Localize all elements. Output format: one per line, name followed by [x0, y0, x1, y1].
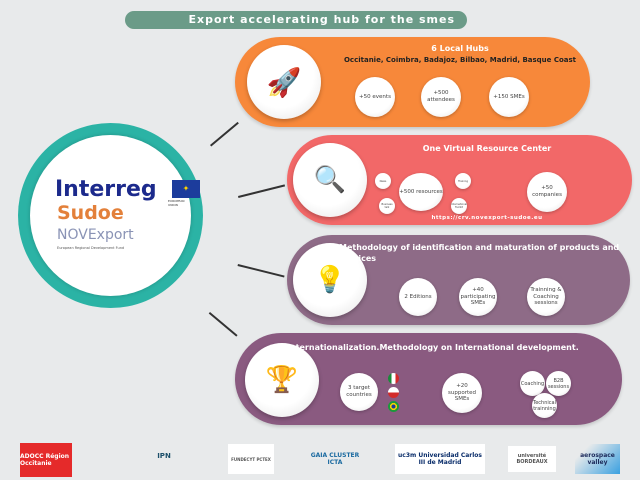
- connector-line: [238, 184, 285, 198]
- trophy-icon: 🏆: [245, 343, 319, 417]
- hubs-title: 6 Local Hubs: [431, 44, 489, 53]
- stat-events: +50 events: [355, 77, 395, 117]
- satellite-news: News: [375, 173, 391, 189]
- center-logo: Interreg ✦ EUROPEAN UNION Sudoe NOVExpor…: [30, 135, 200, 296]
- flag-brazil-icon: [388, 401, 399, 412]
- stat-companies: +50 companies: [527, 172, 567, 212]
- logo-text: uc3m Universidad Carlos III de Madrid: [398, 452, 482, 466]
- methodology-panel: 💡 Methodology of identification and matu…: [287, 235, 630, 325]
- logo-text: ADOCC Région Occitanie: [20, 453, 70, 467]
- resource-title: One Virtual Resource Center: [422, 144, 552, 153]
- logo-sudoe: Sudoe: [57, 202, 124, 224]
- connector-line: [237, 264, 285, 278]
- logo-text: aerospace valley: [580, 452, 615, 466]
- stat-editions: 2 Editions: [399, 278, 437, 316]
- flag-mexico-icon: [388, 373, 399, 384]
- stat-countries: 3 target countries: [340, 373, 378, 411]
- logo-bordeaux: université BORDEAUX: [508, 446, 556, 472]
- activity-technical: Technical trainning: [532, 393, 557, 418]
- connector-line: [209, 312, 238, 337]
- stat-resources: +500 resources: [399, 173, 443, 211]
- satellite-training: Training: [455, 173, 471, 189]
- logo-uc3m: uc3m Universidad Carlos III de Madrid: [395, 444, 485, 474]
- eu-label: EUROPEAN UNION: [168, 199, 185, 207]
- logo-novexport: NOVExport: [57, 227, 134, 243]
- connector-line: [210, 121, 239, 147]
- logo-text: université BORDEAUX: [516, 453, 548, 465]
- stat-attendees: +500 attendees: [421, 77, 461, 117]
- search-icon: 🔍: [293, 143, 367, 217]
- logo-ipn: IPN: [118, 445, 210, 467]
- satellite-business: Business talk: [379, 198, 395, 214]
- hubs-subtitle: Occitanie, Coimbra, Badajoz, Bilbao, Mad…: [343, 56, 577, 64]
- lightbulb-icon: 💡: [293, 243, 367, 317]
- eu-flag-icon: ✦: [172, 180, 200, 198]
- international-title: Internationalization.Methodology on Inte…: [287, 343, 579, 352]
- flag-chile-icon: [388, 387, 399, 398]
- stat-participating: +40 participating SMEs: [459, 278, 497, 316]
- logo-fundecyt: FUNDECYT PCTEX: [228, 444, 274, 474]
- international-panel: 🏆 Internationalization.Methodology on In…: [235, 333, 622, 425]
- logo-text: GAIA CLUSTER ICTA: [310, 452, 360, 466]
- activity-b2b: B2B sessions: [546, 371, 571, 396]
- resource-url[interactable]: https://crv.novexport-sudoe.eu: [431, 215, 543, 221]
- methodology-title: Methodology of identification and matura…: [339, 243, 620, 264]
- hubs-panel: 🚀 6 Local Hubs Occitanie, Coimbra, Badaj…: [235, 37, 590, 127]
- logo-text: FUNDECYT PCTEX: [231, 456, 271, 462]
- logo-subtitle: European Regional Development Fund: [57, 246, 125, 250]
- stat-smes: +150 SMEs: [489, 77, 529, 117]
- logo-interreg: Interreg: [55, 177, 157, 202]
- stat-supported-smes: +20 supported SMEs: [442, 373, 482, 413]
- logo-gaia: GAIA CLUSTER ICTA: [305, 446, 365, 472]
- resource-panel: 🔍 One Virtual Resource Center News Train…: [287, 135, 632, 225]
- logo-aerospace-valley: aerospace valley: [575, 444, 620, 474]
- logo-adocc: ADOCC Région Occitanie: [20, 443, 72, 477]
- logo-text: IPN: [157, 452, 171, 460]
- activity-coaching: Coaching: [520, 371, 545, 396]
- satellite-toolkit: International Toolkit: [451, 198, 467, 214]
- stat-training: Trainning & Coaching sessions: [527, 278, 565, 316]
- page-title: Export accelerating hub for the smes: [125, 11, 467, 29]
- rocket-icon: 🚀: [247, 45, 321, 119]
